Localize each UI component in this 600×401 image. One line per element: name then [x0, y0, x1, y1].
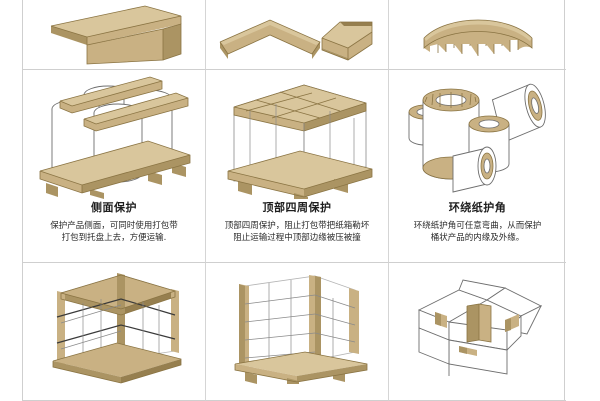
product-grid: 侧面保护 保护产品侧面，可同时使用打包带 打包到托盘上去，方便运输.: [22, 0, 566, 401]
grid-cell-open-carton-inner-corner[interactable]: [389, 263, 566, 401]
grid-cell-side-protection[interactable]: 侧面保护 保护产品侧面，可同时使用打包带 打包到托盘上去，方便运输.: [23, 70, 206, 263]
cell-title: 顶部四周保护: [262, 201, 332, 214]
cell-title: 环绕纸护角: [448, 201, 507, 214]
grid-cell-wrapped-ring-protector[interactable]: 环绕纸护角 环绕纸护角可任意弯曲，从而保护 桶状产品的内缘及外缘。: [389, 70, 566, 263]
curved-notched-protector-icon: [389, 0, 566, 69]
drums-on-pallet-icon: [23, 70, 205, 200]
cell-title: 侧面保护: [91, 201, 137, 214]
grid-cell-angled-corner-profile[interactable]: [206, 0, 389, 70]
open-carton-inner-corner-icon: [389, 263, 566, 385]
cell-desc: 顶部四周保护，阻止打包带把纸箱勒坏 阻止运输过程中顶部边缘被压被撞: [224, 221, 370, 243]
grid-cell-straight-edge-board[interactable]: [23, 0, 206, 70]
angled-corner-profile-icon: [206, 0, 388, 69]
grid-cell-strapped-pallet-corner[interactable]: [23, 263, 206, 401]
strapped-pallet-corner-icon: [23, 263, 205, 385]
straight-edge-board-icon: [23, 0, 205, 69]
grid-cell-curved-notched-protector[interactable]: [389, 0, 566, 70]
cell-desc: 保护产品侧面，可同时使用打包带 打包到托盘上去，方便运输.: [50, 221, 178, 243]
boxed-pallet-top-frame-icon: [206, 70, 388, 200]
grid-cell-vertical-corner-posts[interactable]: [206, 263, 389, 401]
vertical-corner-posts-icon: [206, 263, 388, 385]
grid-cell-top-perimeter-protection[interactable]: 顶部四周保护 顶部四周保护，阻止打包带把纸箱勒坏 阻止运输过程中顶部边缘被压被撞: [206, 70, 389, 263]
wrapped-paper-rings-icon: [389, 70, 566, 200]
cell-desc: 环绕纸护角可任意弯曲，从而保护 桶状产品的内缘及外缘。: [413, 221, 542, 243]
